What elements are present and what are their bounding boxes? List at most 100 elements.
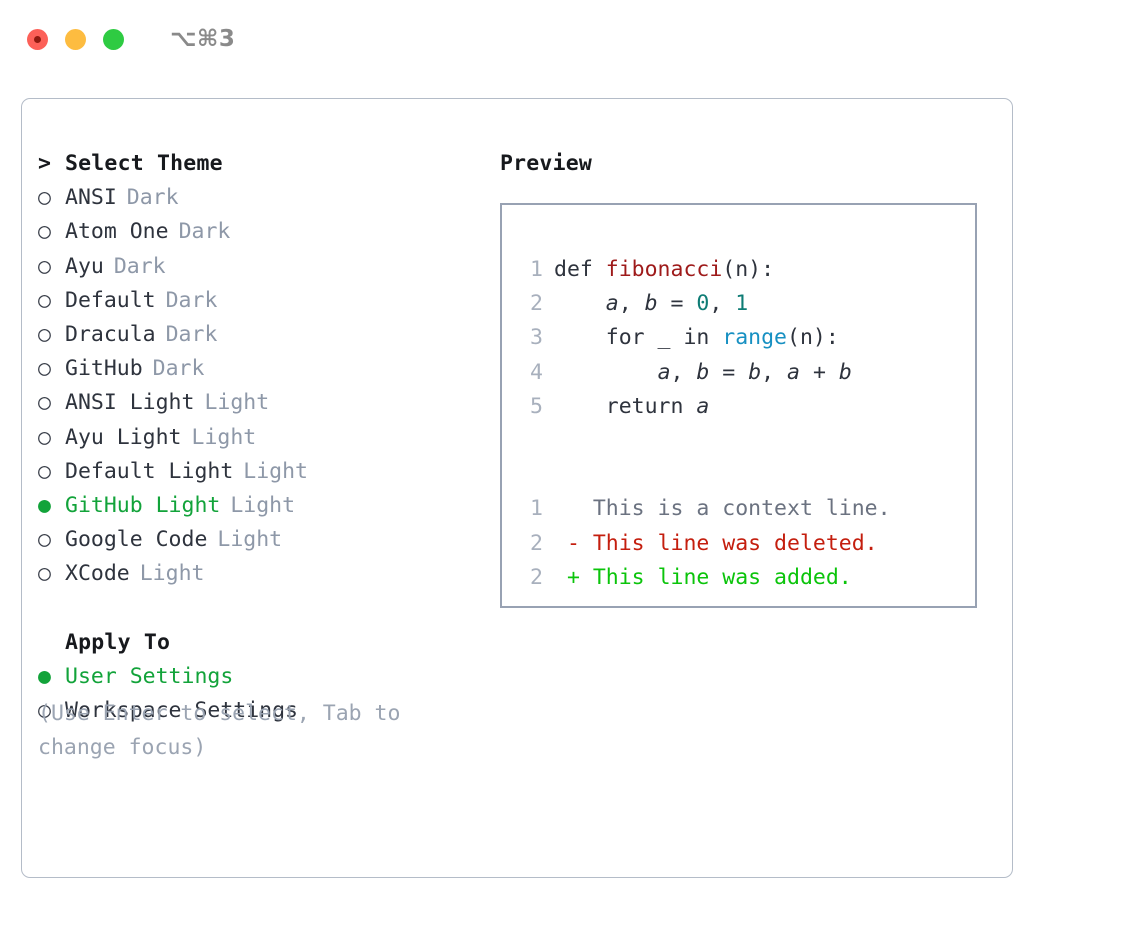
code-line: 4 a, b = b, a + b	[513, 356, 963, 390]
apply-to-label: Apply To	[65, 629, 171, 655]
apply-to-option-label: Workspace Settings	[65, 698, 298, 723]
chevron-right-icon: >	[38, 151, 52, 176]
theme-variant-tag: Dark	[165, 287, 218, 313]
code-blank-line	[513, 424, 963, 458]
select-theme-label: Select Theme	[65, 151, 223, 176]
radio-unselected-icon[interactable]: ○	[38, 698, 51, 723]
preview-heading: Preview	[500, 151, 593, 176]
code-token: =	[709, 359, 749, 385]
close-window-button[interactable]	[27, 28, 48, 50]
diff-line-text: This is a context line.	[592, 496, 891, 522]
theme-name-label: GitHub	[65, 356, 143, 382]
theme-variant-tag: Light	[191, 424, 257, 450]
theme-list-item[interactable]: ○ Atom One Dark	[38, 219, 468, 253]
diff-line-context: 1 This is a context line.	[513, 492, 963, 526]
line-number: 2	[530, 530, 543, 556]
title-bar: ⌥⌘3	[0, 0, 1140, 78]
radio-selected-icon[interactable]: ●	[38, 663, 51, 689]
theme-list-item[interactable]: ○ ANSI Dark	[38, 185, 468, 219]
theme-name-label: GitHub Light	[65, 492, 221, 518]
apply-to-option-label: User Settings	[65, 663, 234, 689]
code-token: b	[838, 359, 852, 385]
apply-to-option[interactable]: ● User Settings	[38, 664, 468, 698]
theme-name-label: Default	[65, 287, 156, 313]
maximize-window-button[interactable]	[103, 28, 124, 50]
code-token: a	[605, 291, 619, 317]
code-token: 0	[696, 291, 710, 317]
theme-list-item[interactable]: ○ Ayu Light Light	[38, 425, 468, 459]
diff-sign	[554, 492, 593, 526]
apply-to-list: ● User Settings ○ Workspace Settings	[38, 664, 468, 732]
diff-line-add: 2 + This line was added.	[513, 561, 963, 595]
code-blank-line	[513, 458, 963, 492]
code-line-content: return a	[554, 390, 710, 424]
code-line: 2 a, b = 0, 1	[513, 287, 963, 321]
radio-unselected-icon[interactable]: ○	[38, 527, 51, 553]
theme-list-item[interactable]: ○ Default Light Light	[38, 459, 468, 493]
keyboard-shortcut-label: ⌥⌘3	[170, 26, 236, 52]
radio-unselected-icon[interactable]: ○	[38, 390, 51, 416]
code-token	[554, 291, 606, 316]
radio-unselected-icon[interactable]: ○	[38, 185, 51, 211]
line-number: 2	[530, 564, 543, 590]
theme-variant-tag: Light	[139, 561, 205, 587]
code-token: 1	[735, 291, 749, 317]
code-token: ,	[670, 359, 697, 385]
radio-unselected-icon[interactable]: ○	[38, 424, 51, 450]
line-number: 5	[530, 393, 543, 419]
code-token: b	[644, 291, 658, 317]
minimize-window-button[interactable]	[65, 28, 86, 50]
radio-unselected-icon[interactable]: ○	[38, 321, 51, 347]
line-number: 4	[530, 359, 543, 385]
line-number: 3	[530, 325, 543, 351]
list-spacer	[38, 595, 468, 629]
theme-list-item[interactable]: ● GitHub Light Light	[38, 493, 468, 527]
code-token: a	[787, 359, 800, 385]
apply-to-option[interactable]: ○ Workspace Settings	[38, 698, 468, 732]
theme-list-item[interactable]: ○ Default Dark	[38, 288, 468, 322]
window-controls	[27, 28, 124, 50]
code-token	[554, 360, 658, 385]
radio-unselected-icon[interactable]: ○	[38, 356, 51, 382]
code-token: a	[696, 393, 710, 419]
code-token: (n):	[722, 257, 775, 282]
code-line-content: a, b = b, a + b	[554, 356, 852, 390]
diff-line-text: This line was deleted.	[592, 530, 878, 556]
code-line-content: a, b = 0, 1	[554, 287, 748, 321]
theme-variant-tag: Dark	[126, 185, 179, 211]
diff-line-del: 2 - This line was deleted.	[513, 527, 963, 561]
radio-unselected-icon[interactable]: ○	[38, 561, 51, 587]
radio-unselected-icon[interactable]: ○	[38, 287, 51, 313]
select-theme-heading: > Select Theme	[38, 151, 468, 185]
radio-unselected-icon[interactable]: ○	[38, 458, 51, 484]
theme-variant-tag: Dark	[165, 321, 218, 347]
theme-name-label: Atom One	[65, 219, 169, 245]
theme-variant-tag: Light	[230, 492, 296, 518]
line-number: 1	[530, 257, 543, 282]
code-token: b	[696, 359, 710, 385]
apply-to-heading: Apply To	[38, 630, 468, 664]
diff-line-text: This line was added.	[592, 564, 852, 590]
radio-unselected-icon[interactable]: ○	[38, 253, 51, 279]
theme-variant-tag: Light	[243, 458, 309, 484]
theme-name-label: Ayu Light	[65, 424, 182, 450]
theme-name-label: ANSI	[65, 185, 117, 211]
radio-selected-icon[interactable]: ●	[38, 492, 51, 518]
diff-sign: +	[554, 564, 593, 590]
theme-name-label: Default Light	[65, 458, 234, 484]
code-line-content: for _ in range(n):	[554, 321, 839, 355]
theme-variant-tag: Dark	[178, 219, 231, 245]
code-token: ,	[709, 291, 736, 317]
radio-unselected-icon[interactable]: ○	[38, 219, 51, 245]
